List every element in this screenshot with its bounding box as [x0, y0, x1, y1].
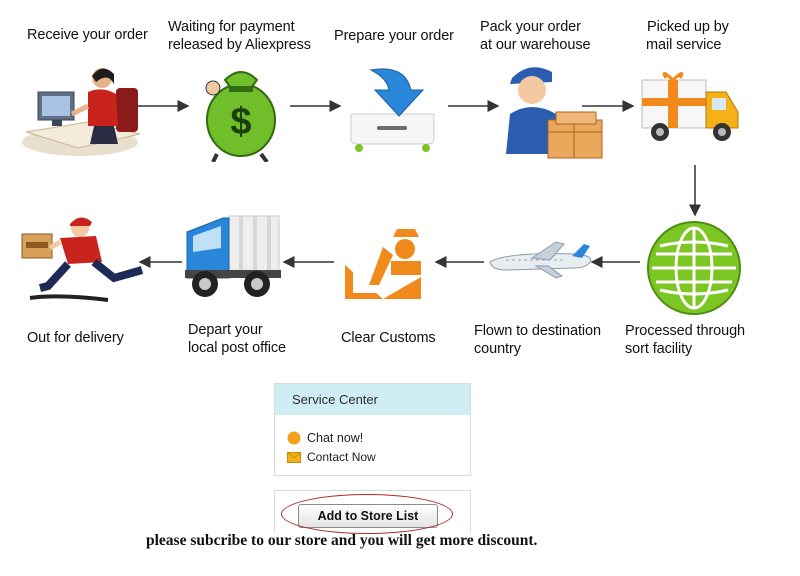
- chat-bubble-icon: [287, 431, 301, 445]
- delivery-truck-icon: [183, 212, 283, 302]
- highlight-ellipse: [281, 494, 453, 534]
- gift-truck-icon: [640, 70, 740, 145]
- step-label-sort-1: Processed through: [625, 323, 746, 339]
- step-label-pack-1: Pack your order: [480, 19, 581, 35]
- step-label-customs: Clear Customs: [341, 330, 436, 346]
- step-label-sort-2: sort facility: [625, 341, 693, 357]
- step-label-payment-1: Waiting for payment: [168, 19, 295, 35]
- contact-now-label: Contact Now: [307, 450, 376, 464]
- step-label-flown-1: Flown to destination: [474, 323, 601, 339]
- download-tray-icon: [345, 62, 440, 152]
- money-bag-icon: $: [195, 58, 285, 162]
- contact-now-link[interactable]: Contact Now: [287, 450, 376, 464]
- step-label-depart-1: Depart your: [188, 322, 263, 338]
- step-label-pickup-2: mail service: [646, 37, 722, 53]
- airplane-icon: [486, 240, 596, 280]
- svg-text:$: $: [230, 101, 251, 143]
- chat-now-label: Chat now!: [307, 431, 364, 445]
- step-label-prepare: Prepare your order: [334, 28, 454, 44]
- computer-clerk-icon: [18, 62, 143, 162]
- step-label-receive: Receive your order: [27, 27, 148, 43]
- promo-text: please subcribe to our store and you wil…: [146, 532, 538, 549]
- step-label-pack-2: at our warehouse: [480, 37, 591, 53]
- step-label-payment-2: released by Aliexpress: [168, 37, 311, 53]
- customs-officer-icon: [343, 225, 428, 305]
- envelope-icon: [287, 451, 301, 463]
- chat-now-link[interactable]: Chat now!: [287, 431, 363, 445]
- courier-icon: [18, 214, 153, 304]
- step-label-delivery: Out for delivery: [27, 330, 124, 346]
- globe-icon: [646, 220, 742, 316]
- step-label-depart-2: local post office: [188, 340, 286, 356]
- step-label-pickup-1: Picked up by: [647, 19, 729, 35]
- step-label-flown-2: country: [474, 341, 521, 357]
- packer-icon: [500, 58, 605, 162]
- service-center-panel: Service Center Chat now! Contact Now: [274, 383, 471, 476]
- service-center-title: Service Center: [275, 384, 470, 415]
